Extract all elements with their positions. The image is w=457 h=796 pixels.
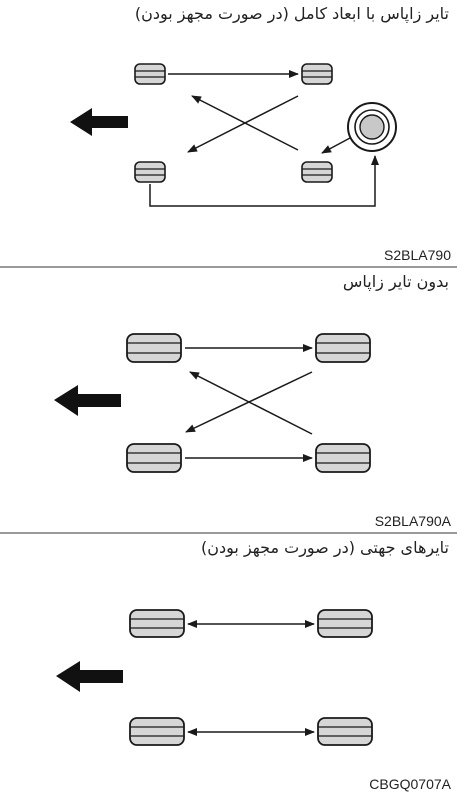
tire-icon bbox=[301, 161, 333, 183]
rotation-diagram-no-spare bbox=[54, 333, 371, 473]
tire-icon bbox=[315, 443, 371, 473]
tire-icon bbox=[301, 63, 333, 85]
tire-icon bbox=[315, 333, 371, 363]
tire-icon bbox=[126, 443, 182, 473]
forward-direction-arrow bbox=[70, 108, 128, 136]
divider bbox=[0, 266, 457, 268]
tire-icon bbox=[126, 333, 182, 363]
rotation-arrow bbox=[321, 137, 351, 154]
panel-directional: تایرهای جهتی (در صورت مجهز بودن) bbox=[0, 534, 457, 796]
figure-code: S2BLA790 bbox=[384, 247, 451, 263]
tire-icon bbox=[317, 609, 373, 638]
panel-title: تایر زاپاس با ابعاد کامل (در صورت مجهز ب… bbox=[134, 4, 449, 23]
spare-tire-icon bbox=[347, 102, 397, 152]
tire-icon bbox=[134, 161, 166, 183]
rotation-arrow bbox=[191, 95, 299, 151]
figure-code: CBGQ0707A bbox=[369, 776, 451, 792]
rotation-arrow bbox=[187, 95, 299, 153]
figure-code: S2BLA790A bbox=[374, 513, 451, 529]
rotation-diagram-spare bbox=[70, 63, 397, 207]
tire-icon bbox=[317, 717, 373, 746]
tire-icon bbox=[129, 717, 185, 746]
divider bbox=[0, 532, 457, 534]
rotation-diagram-directional bbox=[56, 609, 373, 746]
panel-title: بدون تایر زاپاس bbox=[342, 272, 449, 291]
forward-direction-arrow bbox=[54, 385, 121, 416]
rotation-arrow bbox=[189, 371, 313, 435]
panel-no-spare: بدون تایر زاپاس bbox=[0, 268, 457, 533]
panel-full-size-spare: تایر زاپاس با ابعاد کامل (در صورت مجهز ب… bbox=[0, 0, 457, 267]
tire-icon bbox=[129, 609, 185, 638]
panel-title: تایرهای جهتی (در صورت مجهز بودن) bbox=[201, 538, 449, 557]
rotation-arrow bbox=[149, 155, 379, 207]
forward-direction-arrow bbox=[56, 661, 123, 692]
tire-icon bbox=[134, 63, 166, 85]
